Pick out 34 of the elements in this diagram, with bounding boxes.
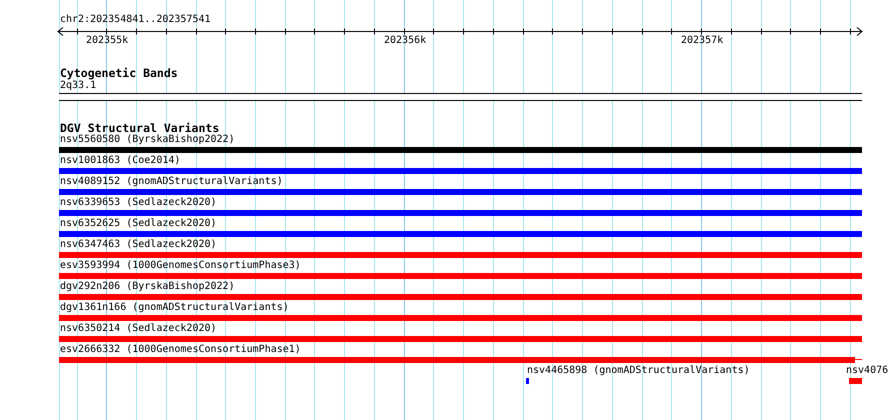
variant-label: dgv1361n166 (gnomADStructuralVariants) xyxy=(59,302,289,314)
locus-label: chr2:202354841..202357541 xyxy=(60,14,211,26)
variant-label: nsv4076 xyxy=(845,365,888,377)
variant-feature xyxy=(59,176,862,195)
variant-label: esv3593994 (1000GenomesConsortiumPhase3) xyxy=(59,260,301,272)
variant-feature xyxy=(526,365,750,384)
variant-feature xyxy=(59,302,862,321)
band-label: 2q33.1 xyxy=(59,80,96,92)
variant-label: nsv6347463 (Sedlazeck2020) xyxy=(59,239,217,251)
variant-feature xyxy=(845,365,888,384)
variant-feature xyxy=(59,281,862,300)
variant-label: nsv4465898 (gnomADStructuralVariants) xyxy=(526,365,750,377)
variant-feature xyxy=(59,344,862,363)
tick-label: 202357k xyxy=(681,35,724,47)
track-title: Cytogenetic Bands xyxy=(60,66,178,80)
variant-label: dgv292n206 (ByrskaBishop2022) xyxy=(59,281,235,293)
tick-label: 202355k xyxy=(86,35,128,47)
variant-feature xyxy=(59,260,862,279)
variant-label: nsv6350214 (Sedlazeck2020) xyxy=(59,323,217,335)
track-title: DGV Structural Variants xyxy=(60,121,220,135)
variant-label: nsv4089152 (gnomADStructuralVariants) xyxy=(59,176,283,188)
variant-label: nsv1001863 (Coe2014) xyxy=(59,155,180,167)
tick-label: 202356k xyxy=(384,35,426,47)
cytoband xyxy=(59,80,862,101)
variant-feature xyxy=(59,155,862,174)
variant-feature xyxy=(59,323,862,342)
variant-label: nsv5560580 (ByrskaBishop2022) xyxy=(59,134,235,146)
variant-feature xyxy=(59,239,862,258)
variant-feature xyxy=(59,134,862,153)
variant-feature xyxy=(59,218,862,237)
variant-label: nsv6352625 (Sedlazeck2020) xyxy=(59,218,217,230)
variant-label: nsv6339653 (Sedlazeck2020) xyxy=(59,197,217,209)
variant-label: esv2666332 (1000GenomesConsortiumPhase1) xyxy=(59,344,301,356)
variant-feature xyxy=(59,197,862,216)
